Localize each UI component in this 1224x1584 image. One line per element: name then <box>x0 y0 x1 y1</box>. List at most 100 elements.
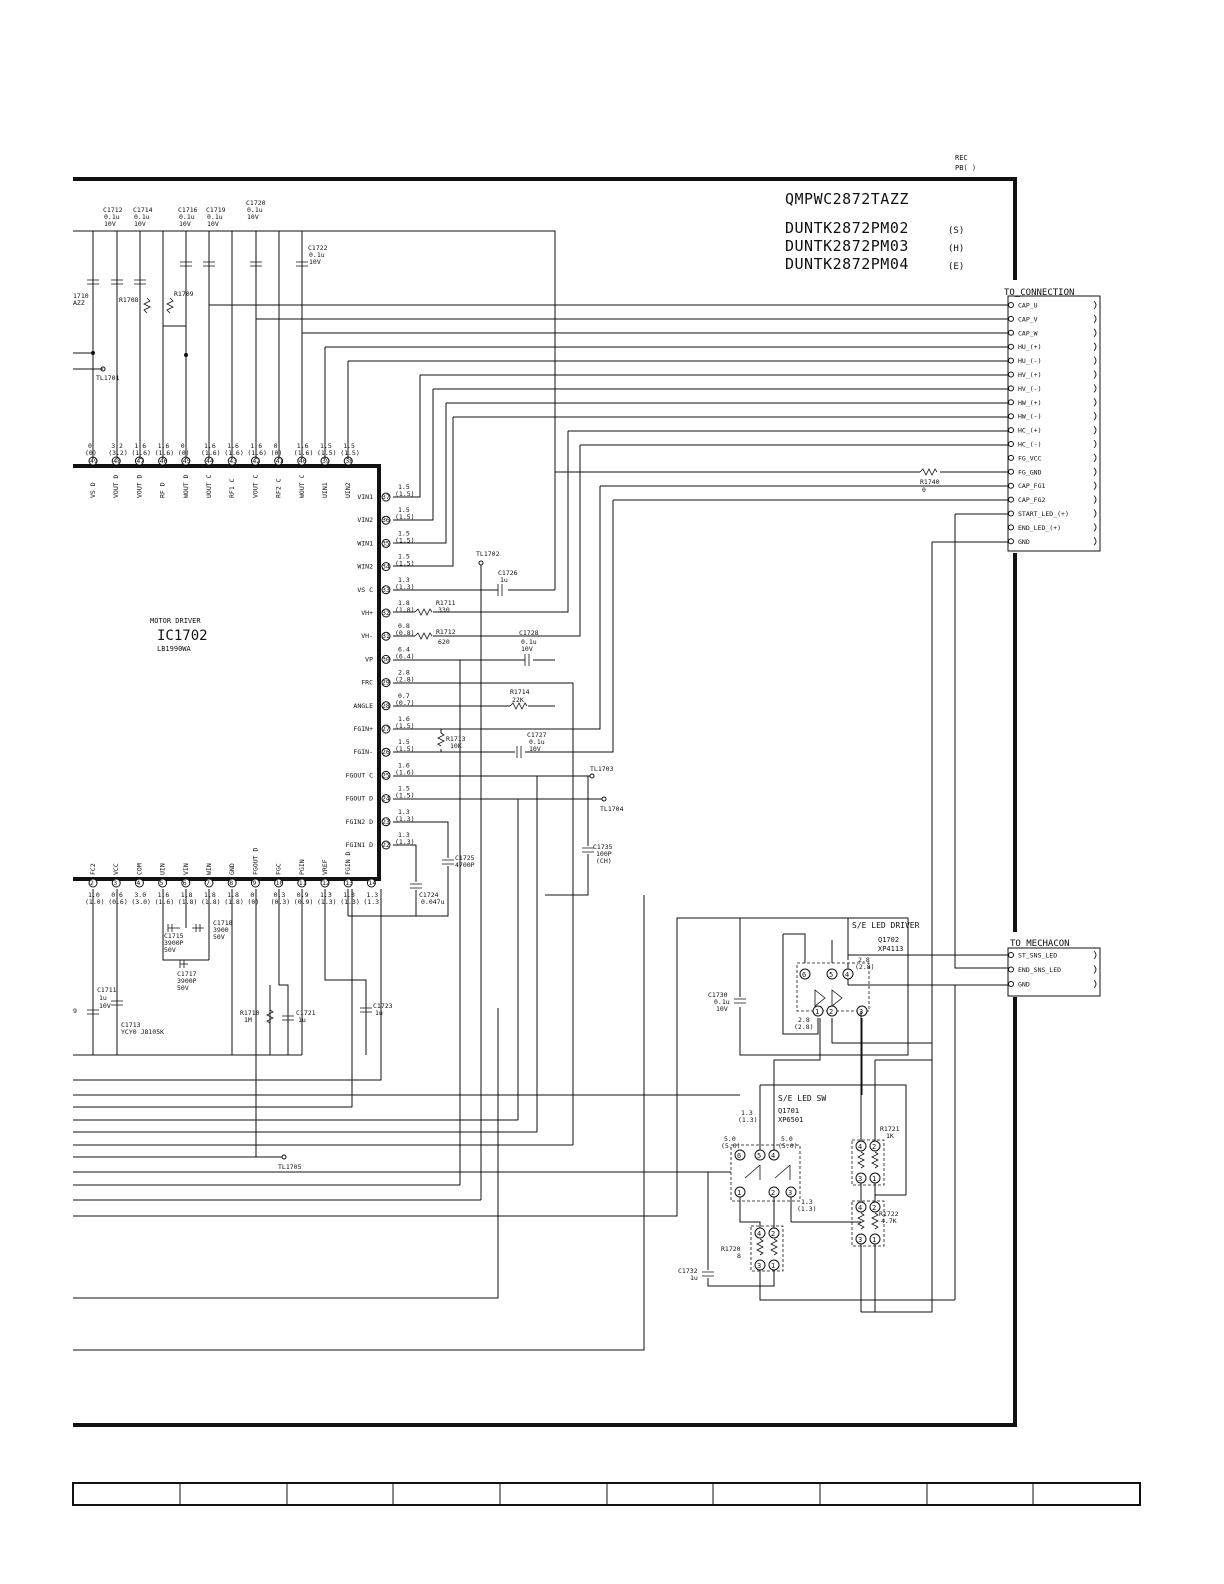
connection-wires <box>209 304 1008 1055</box>
ic-bottom-pin: 21.0(1.0)FC2 <box>85 863 105 906</box>
pin-voltage-alt: (1.0) <box>85 898 105 906</box>
r1740-ref: R1740 <box>920 478 940 486</box>
pin-number: 14 <box>368 879 376 887</box>
mechacon-pin-label: ST_SNS_LED <box>1018 952 1057 960</box>
pin-number: 6 <box>183 879 187 887</box>
pin-voltage: 1.6 <box>398 715 410 723</box>
variant-code: DUNTK2872PM02 <box>785 219 909 237</box>
pin-voltage-alt: (1.6) <box>247 449 267 457</box>
ic-bottom-pin: 131.3(1.3)FGIN D <box>340 851 360 906</box>
svg-text:6: 6 <box>802 971 806 979</box>
cap-voltage: 10V <box>247 213 259 221</box>
ic-bottom-pin: 61.8(1.8)VIN <box>178 863 198 906</box>
pin-voltage: 1.5 <box>398 506 410 514</box>
svg-text:1: 1 <box>737 1189 741 1197</box>
r1709-label: R1709 <box>174 290 194 298</box>
pin-voltage-alt: (1.3) <box>395 838 415 846</box>
pin-name: VIN <box>182 863 190 875</box>
pin-voltage-alt: (1.6) <box>155 898 175 906</box>
c1717-ref: C1717 <box>177 970 197 978</box>
pin-number: 44 <box>206 457 214 465</box>
r1713-ref: R1713 <box>446 735 466 743</box>
svg-text:5: 5 <box>757 1152 761 1160</box>
connection-pin: HW_(+) <box>1008 398 1097 407</box>
pin-voltage-alt: (1.8) <box>201 898 221 906</box>
pin-voltage: 1.8 <box>398 599 410 607</box>
connection-pins: CAP_UCAP_VCAP_WHU_(+)HU_(-)HV_(+)HV_(-)H… <box>1008 300 1097 546</box>
pin-voltage: 1.3 <box>320 891 332 899</box>
mid-components: C1726 1u TL1702 R1711 330 R1712 620 C172… <box>348 478 940 1200</box>
cap-ref: C1712 <box>103 206 123 214</box>
svg-text:5: 5 <box>829 971 833 979</box>
svg-text:3: 3 <box>858 1236 862 1244</box>
ic-bottom-pin: 121.3(1.3)VREF <box>317 859 337 906</box>
pin-voltage-alt: (6.4) <box>395 652 415 660</box>
mechacon-pin: ST_SNS_LED <box>1008 950 1097 960</box>
pin-voltage-alt: (1.6) <box>155 449 175 457</box>
c1718-ref: C1718 <box>213 919 233 927</box>
c1732-ref: C1732 <box>678 1267 698 1275</box>
c1724-val: 0.047u <box>421 898 445 906</box>
pin-number: 9 <box>252 879 256 887</box>
pin-number: 31 <box>382 632 390 640</box>
tl1705-label: TL1705 <box>278 1163 302 1171</box>
pin-number: 46 <box>160 457 168 465</box>
c1726-val: 1u <box>500 576 508 584</box>
pin-voltage: 1.5 <box>398 483 410 491</box>
pin-voltage-alt: (1.5) <box>340 449 360 457</box>
pin-name: RF1 C <box>228 478 236 498</box>
connection-pin: HU_(-) <box>1008 356 1097 365</box>
ic-bottom-pin: 43.0(3.0)COM <box>131 863 151 906</box>
pin-number: 43 <box>229 457 237 465</box>
ic-right-pin: FGIN+271.6(1.5) <box>353 715 415 734</box>
mechacon-pin: END_SNS_LED <box>1008 965 1097 974</box>
pin-number: 48 <box>113 457 121 465</box>
ic-bottom-pin: 51.6(1.6)UIN <box>155 863 175 906</box>
pin-name: WIN2 <box>357 563 373 571</box>
svg-text:1: 1 <box>815 1008 819 1016</box>
cap-voltage: 10V <box>309 258 321 266</box>
pin-voltage-alt: (1.6) <box>131 449 151 457</box>
pin-voltage-alt: (0) <box>271 449 283 457</box>
pin-voltage: 1.3 <box>398 576 410 584</box>
pin-voltage: 0 <box>250 891 254 899</box>
pin-voltage: 0.3 <box>274 891 286 899</box>
connection-pin: CAP_V <box>1008 314 1097 323</box>
cap-value: 0.1u <box>179 213 195 221</box>
r1721-ref: R1721 <box>880 1125 900 1133</box>
r1722-val: 4.7K <box>881 1217 897 1225</box>
connection-pin: CAP_FG2 <box>1008 495 1097 504</box>
c1713-val: YCY0 J8105K <box>121 1028 164 1036</box>
pin-voltage-alt: (1.5) <box>395 490 415 498</box>
pin-number: 5 <box>160 879 164 887</box>
pin-name: FGIN- <box>353 748 373 756</box>
c1725-val: 4700P <box>455 861 475 869</box>
pin-name: UIN1 <box>321 482 329 498</box>
pin-name: VOUT C <box>251 474 259 498</box>
pin-voltage: 1.5 <box>398 738 410 746</box>
cap-ref: C1719 <box>206 206 226 214</box>
se-driver-part: XP4113 <box>878 945 903 953</box>
pin-number: 13 <box>345 879 353 887</box>
pin-voltage: 1.5 <box>398 785 410 793</box>
c1715-volt: 50V <box>164 946 176 954</box>
pin-name: UOUT C <box>205 474 213 498</box>
pin-name: UIN2 <box>344 482 352 498</box>
pin-voltage: 1.0 <box>88 891 100 899</box>
c1727-ref: C1727 <box>527 731 547 739</box>
svg-text:(1.3): (1.3) <box>738 1116 758 1124</box>
pin-number: 49 <box>90 457 98 465</box>
r1710-label: 1710 <box>73 292 89 300</box>
part-number: QMPWC2872TAZZ <box>785 190 909 208</box>
pin-name: VP <box>365 655 373 663</box>
cap-voltage: 10V <box>104 220 116 228</box>
pin-voltage-alt: (3.2) <box>108 449 128 457</box>
svg-text:2: 2 <box>872 1204 876 1212</box>
pin-voltage: 1.5 <box>320 442 332 450</box>
